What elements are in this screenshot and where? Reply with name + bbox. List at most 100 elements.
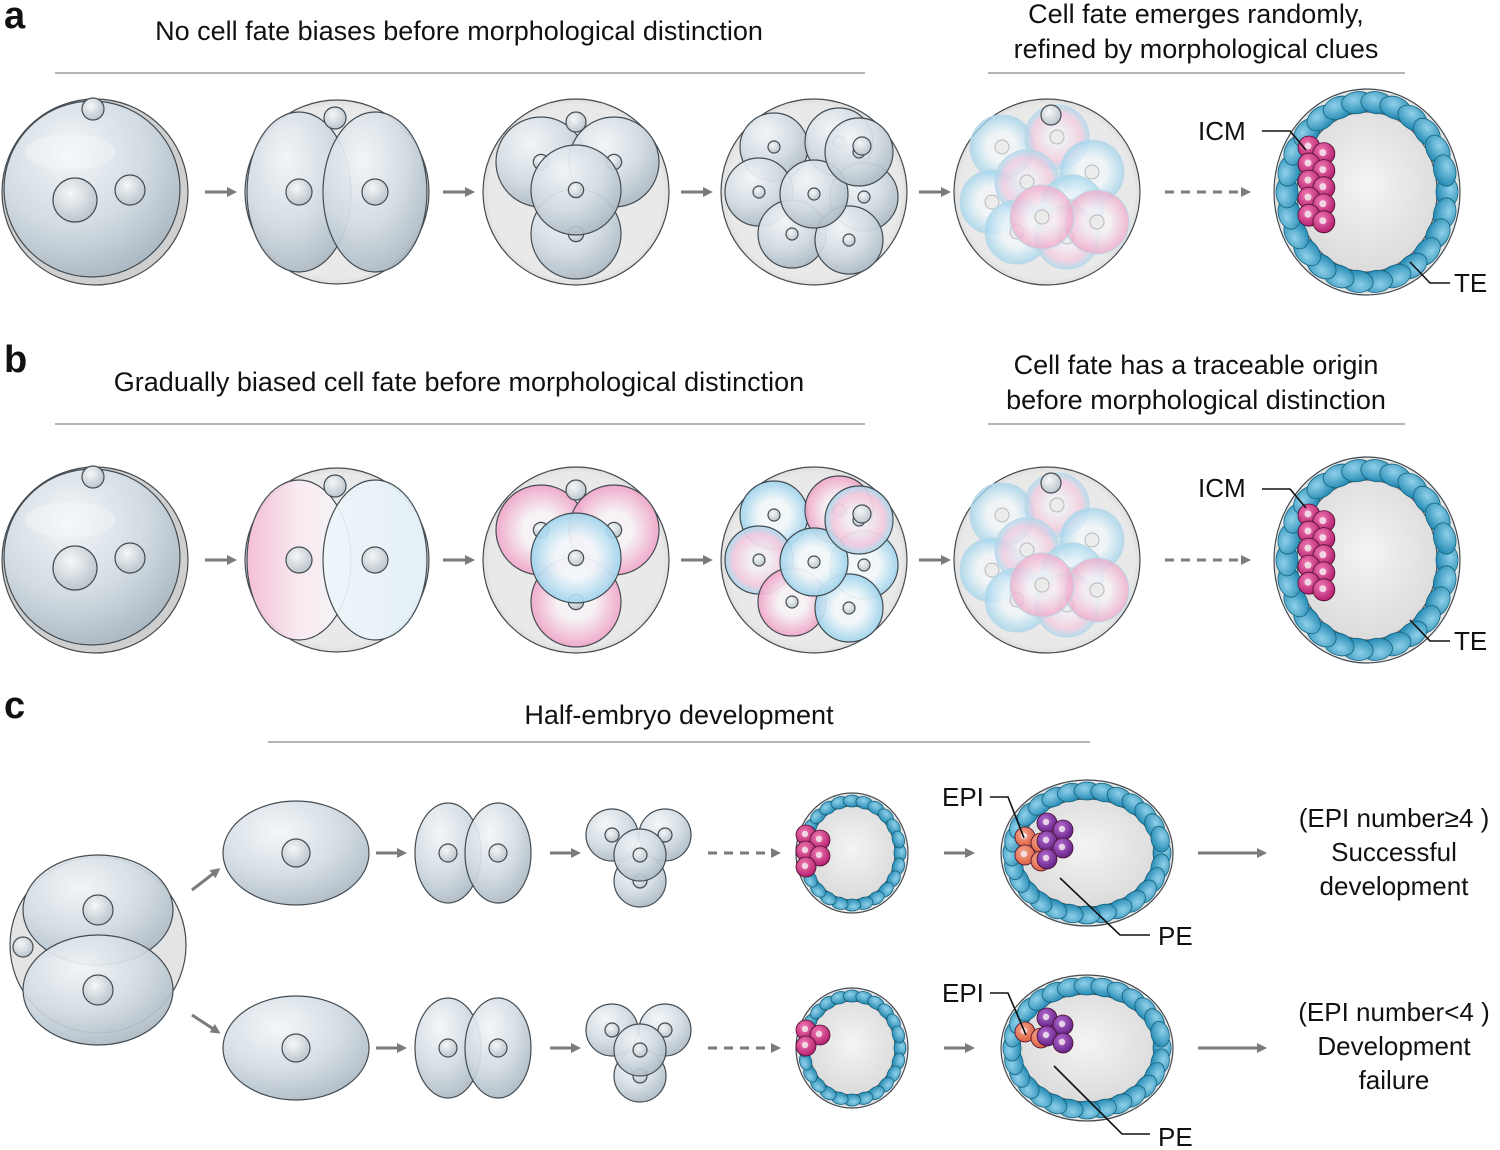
nucleus — [857, 558, 871, 572]
panel-a-blastocyst — [1273, 88, 1461, 296]
blastomere — [22, 934, 174, 1046]
nucleus — [801, 846, 809, 854]
nucleus — [1319, 517, 1327, 525]
blastomere — [1064, 557, 1130, 623]
trophectoderm-cell — [1432, 522, 1457, 555]
panel-letter-b: b — [4, 339, 27, 381]
nucleus — [114, 542, 146, 574]
nucleus — [1319, 551, 1327, 559]
nucleus — [1042, 1013, 1050, 1021]
nucleus — [1089, 582, 1105, 598]
pe-cell — [1052, 1032, 1074, 1054]
polar-body — [1040, 104, 1062, 126]
nucleus — [801, 862, 809, 870]
epi-cell — [1014, 844, 1036, 866]
nucleus — [1304, 578, 1312, 586]
polar-body — [565, 111, 587, 133]
nucleus — [1304, 544, 1312, 552]
nucleus — [281, 1033, 311, 1063]
icm-cell — [809, 1024, 831, 1046]
nucleus — [1304, 527, 1312, 535]
panel-c-top-outcome-line2: Successful — [1331, 837, 1457, 867]
nucleus — [82, 894, 114, 926]
nucleus — [1058, 1020, 1066, 1028]
polar-body — [81, 97, 105, 121]
nucleus — [361, 546, 389, 574]
panel-c-heading: Half-embryo development — [524, 700, 834, 730]
nucleus — [857, 190, 871, 204]
nucleus — [1304, 159, 1312, 167]
zygote — [1, 465, 189, 654]
icm-cell — [1312, 578, 1336, 602]
panel-c-bottom-epi-leader — [990, 992, 1027, 1036]
nucleus — [488, 843, 508, 863]
icm-cell — [809, 829, 831, 851]
nucleus — [488, 1038, 508, 1058]
nucleus — [1042, 818, 1050, 826]
panel-b-heading-left: Gradually biased cell fate before morpho… — [114, 367, 804, 397]
four-cell-half — [585, 1003, 692, 1103]
polar-body — [852, 136, 872, 156]
arrow — [191, 1013, 221, 1034]
nucleus — [752, 553, 766, 567]
pe-cell — [1036, 1025, 1058, 1047]
blastomere — [1064, 189, 1130, 255]
nucleus — [1034, 577, 1050, 593]
blastomere — [530, 512, 622, 604]
pe-cell — [1036, 848, 1058, 870]
panel-b-heading-right-line2: before morphological distinction — [1006, 385, 1386, 415]
icm-cell — [795, 856, 817, 878]
embryo-stages — [1, 88, 1461, 1122]
polar-body — [12, 936, 34, 958]
nucleus — [567, 181, 585, 199]
panel-letter-c: c — [4, 685, 25, 727]
blastomere — [613, 828, 667, 882]
pe-cell — [1036, 830, 1058, 852]
nucleus — [842, 233, 856, 247]
panel-a-te-label: TE — [1454, 268, 1487, 298]
nucleus — [801, 830, 809, 838]
panel-a-te-leader — [1409, 261, 1450, 284]
nucleus — [1089, 214, 1105, 230]
polar-body — [565, 479, 587, 501]
nucleus — [984, 562, 1000, 578]
blastomere — [530, 144, 622, 236]
blastomere — [322, 111, 428, 273]
trophectoderm-cell — [1150, 825, 1170, 853]
nucleus — [785, 227, 799, 241]
panel-c-arrows — [191, 848, 1267, 1053]
panel-c-bottom-epi-label: EPI — [942, 978, 984, 1008]
nucleus — [807, 187, 821, 201]
eight-cell-embryo — [720, 466, 908, 654]
morula-embryo — [953, 466, 1141, 654]
panel-a-heading-left: No cell fate biases before morphological… — [155, 16, 763, 46]
panel-c-bottom-outcome-line3: failure — [1359, 1065, 1430, 1095]
trophectoderm-cell — [891, 1025, 905, 1044]
nucleus — [567, 549, 585, 567]
nucleus — [1084, 532, 1100, 548]
nucleus — [1304, 561, 1312, 569]
blastomere — [464, 802, 532, 904]
nucleus — [1058, 1038, 1066, 1046]
highlight — [25, 502, 115, 538]
nucleus — [1042, 854, 1050, 862]
nucleus — [1058, 825, 1066, 833]
highlight — [25, 134, 115, 170]
nucleus — [285, 178, 313, 206]
nucleus — [1034, 209, 1050, 225]
trophectoderm-cell — [1432, 154, 1457, 187]
nucleus — [1084, 164, 1100, 180]
nucleus — [1020, 850, 1028, 858]
late-half-blastocyst — [1000, 779, 1174, 927]
nucleus — [1319, 217, 1327, 225]
nucleus — [657, 827, 673, 843]
nucleus — [1049, 129, 1065, 145]
panel-letter-a: a — [4, 0, 26, 37]
morula-embryo — [953, 98, 1141, 286]
icm-cell — [1312, 210, 1336, 234]
nucleus — [1319, 534, 1327, 542]
trophectoderm-cell — [891, 830, 905, 849]
polar-body — [323, 106, 347, 130]
nucleus — [1042, 1031, 1050, 1039]
